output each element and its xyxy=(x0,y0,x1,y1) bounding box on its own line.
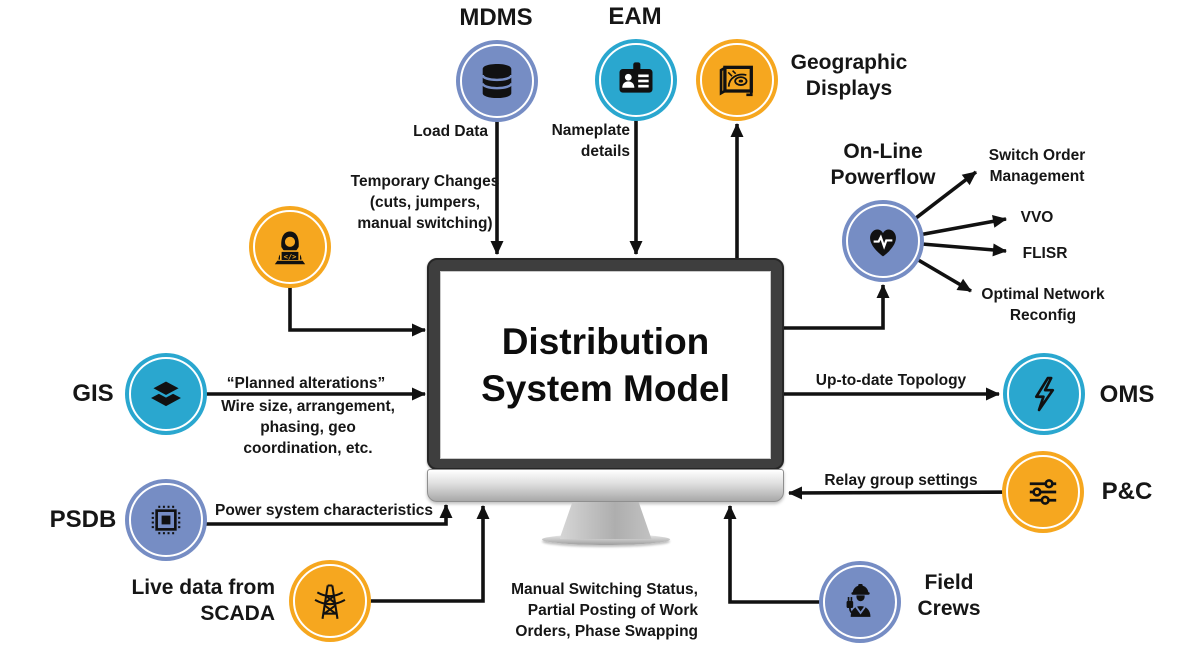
load-data-annotation: Load Data xyxy=(413,123,488,140)
transmission-tower-icon xyxy=(314,584,346,619)
database-icon xyxy=(481,63,513,99)
manual-switching-annotation: Manual Switching Status, Partial Posting… xyxy=(511,581,698,640)
map-icon xyxy=(719,65,753,97)
online-powerflow-label: On-Line Powerflow xyxy=(830,140,936,189)
output-flisr: FLISR xyxy=(1022,245,1068,262)
nameplate-details-annotation: Nameplate details xyxy=(551,122,630,160)
psdb-label: PSDB xyxy=(49,506,117,533)
monitor-base xyxy=(427,469,784,502)
node-mdms xyxy=(456,40,538,122)
node-psdb xyxy=(125,479,207,561)
monitor: Distribution System Model xyxy=(427,258,784,545)
power-system-characteristics-annotation: Power system characteristics xyxy=(215,502,433,519)
monitor-frame: Distribution System Model xyxy=(427,258,784,470)
planned-alterations-annotation: “Planned alterations” xyxy=(226,375,386,392)
temporary-changes-annotation: Temporary Changes (cuts, jumpers, manual… xyxy=(350,173,500,232)
node-gis xyxy=(125,353,207,435)
monitor-foot xyxy=(541,534,670,545)
output-vvo: VVO xyxy=(1020,209,1054,226)
node-pnc xyxy=(1002,451,1084,533)
pnc-label: P&C xyxy=(1101,478,1153,505)
svg-text:</>: </> xyxy=(284,252,297,261)
gis-label: GIS xyxy=(72,380,114,407)
field-crews-label: Field Crews xyxy=(917,571,981,620)
node-operator: </> xyxy=(249,206,331,288)
lightning-icon xyxy=(1034,376,1055,412)
heart-pulse-icon xyxy=(870,229,896,257)
node-scada xyxy=(289,560,371,642)
mdms-label: MDMS xyxy=(459,4,533,31)
eam-label: EAM xyxy=(608,3,662,30)
sliders-icon xyxy=(1029,479,1057,505)
monitor-stand xyxy=(559,502,652,539)
diagram-title: Distribution System Model xyxy=(481,321,730,409)
node-online-powerflow xyxy=(842,200,924,282)
output-optimal-network-reconfig: Optimal Network Reconfig xyxy=(981,286,1105,324)
node-geographic-displays xyxy=(696,39,778,121)
relay-group-settings-annotation: Relay group settings xyxy=(824,472,978,489)
output-switch-order-management: Switch Order Management xyxy=(988,147,1086,185)
scada-label: Live data from SCADA xyxy=(131,576,275,625)
worker-icon xyxy=(846,583,871,617)
node-eam xyxy=(595,39,677,121)
monitor-screen: Distribution System Model xyxy=(440,271,771,459)
up-to-date-topology-annotation: Up-to-date Topology xyxy=(815,372,967,389)
id-card-icon xyxy=(619,62,653,93)
node-oms xyxy=(1003,353,1085,435)
geographic-displays-label: Geographic Displays xyxy=(790,51,908,100)
planned-alterations-detail-annotation: Wire size, arrangement, phasing, geo coo… xyxy=(221,398,395,457)
layers-icon xyxy=(148,378,184,407)
chip-icon xyxy=(151,505,181,535)
oms-label: OMS xyxy=(1099,381,1155,408)
node-field-crews xyxy=(819,561,901,643)
developer-icon: </> xyxy=(274,231,306,265)
